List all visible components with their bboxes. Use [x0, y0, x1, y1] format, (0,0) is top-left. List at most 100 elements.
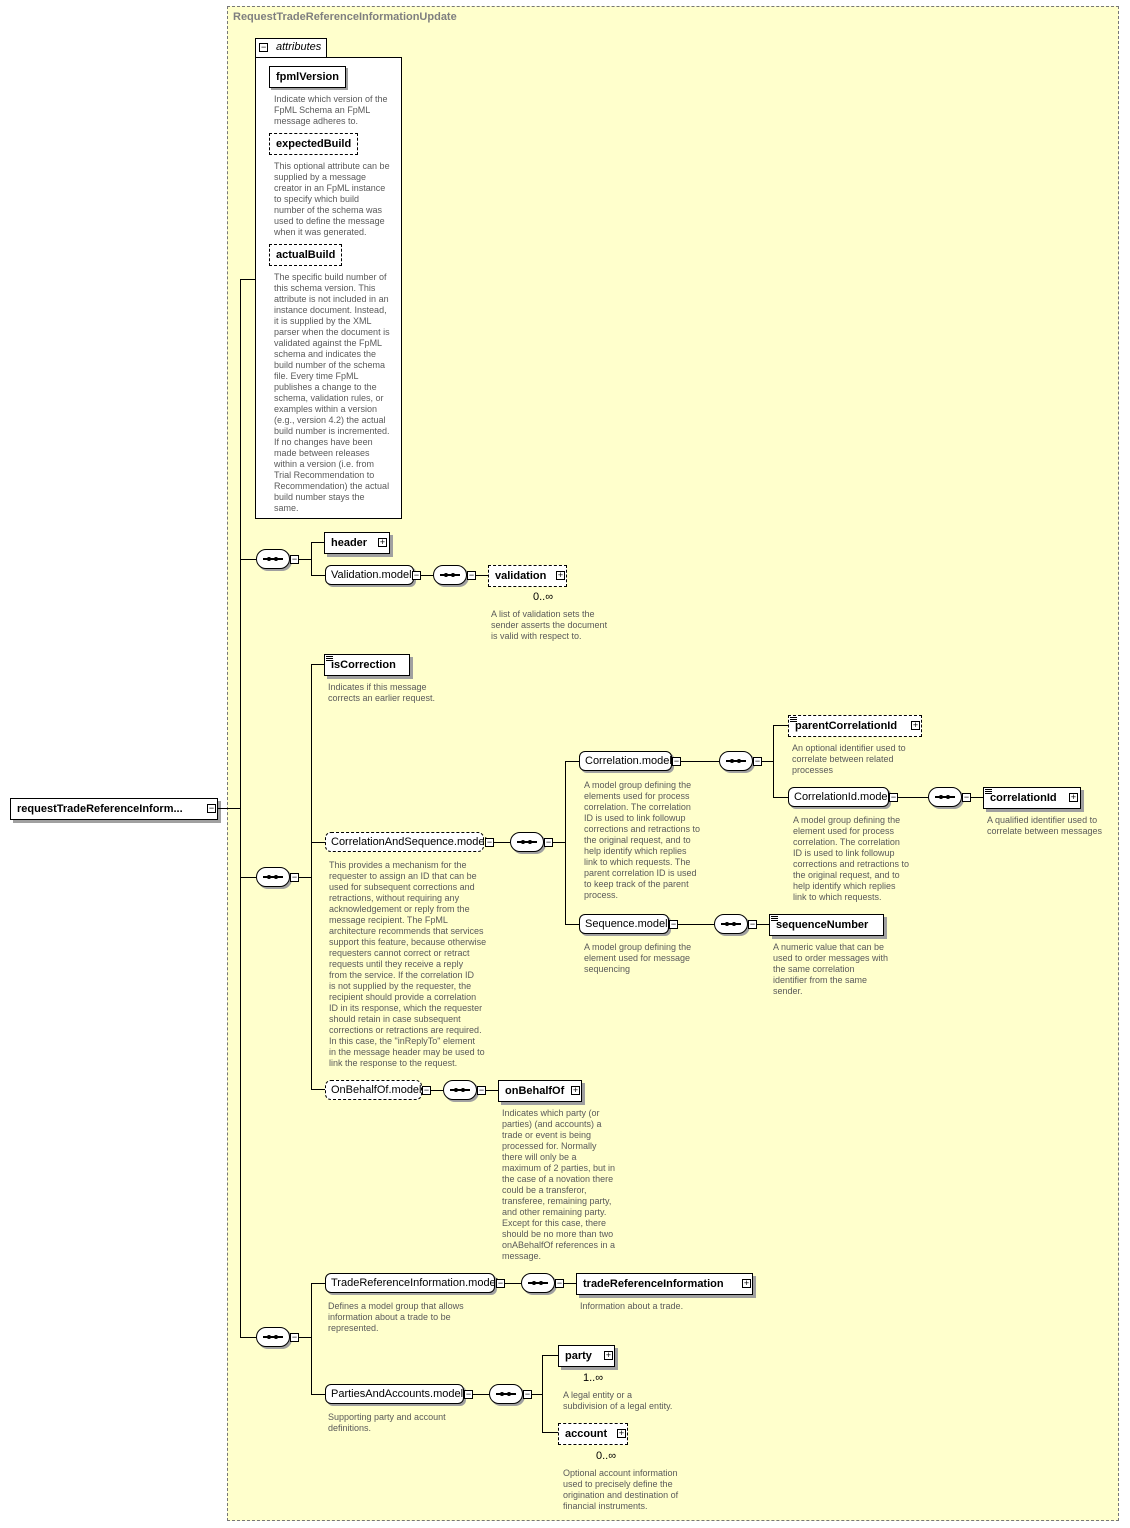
connector — [299, 877, 311, 878]
element-label: party — [565, 1350, 592, 1362]
sequence-compositor[interactable] — [714, 914, 748, 934]
connector — [311, 1394, 325, 1395]
group-sequence-model[interactable]: Sequence.model — [579, 914, 669, 934]
element-sequenceNumber[interactable]: sequenceNumber — [769, 914, 884, 936]
element-validation[interactable]: validation + — [488, 565, 567, 587]
element-tradeReferenceInformation[interactable]: tradeReferenceInformation + — [576, 1273, 753, 1295]
sequence-compositor[interactable] — [521, 1273, 555, 1293]
element-parentCorrelationId[interactable]: parentCorrelationId + — [788, 715, 922, 737]
collapse-icon[interactable]: − — [485, 837, 494, 847]
group-label: PartiesAndAccounts.model — [331, 1388, 464, 1400]
group-correlation-and-sequence-model[interactable]: CorrelationAndSequence.model — [325, 832, 487, 852]
connector — [542, 1355, 543, 1433]
expand-icon[interactable]: + — [604, 1350, 613, 1360]
connector — [311, 1283, 325, 1284]
connector — [564, 1283, 576, 1284]
element-header[interactable]: header + — [324, 532, 390, 554]
element-correlationId[interactable]: correlationId + — [983, 787, 1081, 809]
collapse-icon[interactable]: − — [422, 1085, 431, 1095]
root-element-label: requestTradeReferenceInform... — [17, 803, 183, 815]
sequence-compositor[interactable] — [256, 549, 290, 569]
collapse-icon[interactable]: − — [962, 792, 971, 802]
group-tradereferenceinformation-model[interactable]: TradeReferenceInformation.model — [325, 1273, 499, 1293]
connector — [971, 797, 983, 798]
collapse-icon[interactable]: − — [523, 1389, 532, 1399]
element-label: account — [565, 1428, 608, 1440]
type-name: RequestTradeReferenceInformationUpdate — [233, 11, 457, 23]
expand-icon[interactable]: + — [378, 537, 387, 547]
expand-icon[interactable]: + — [617, 1428, 626, 1438]
collapse-icon[interactable]: − — [477, 1085, 486, 1095]
element-label: parentCorrelationId — [795, 720, 898, 732]
collapse-icon[interactable]: − — [290, 1332, 299, 1342]
collapse-icon[interactable]: − — [207, 803, 216, 813]
connector — [542, 1355, 558, 1356]
element-isCorrection[interactable]: isCorrection — [324, 654, 410, 676]
group-onbehalfof-model[interactable]: OnBehalfOf.model — [325, 1080, 422, 1100]
element-onBehalfOf[interactable]: onBehalfOf + — [498, 1080, 582, 1102]
collapse-icon[interactable]: − — [259, 42, 268, 52]
group-label: Correlation.model — [585, 755, 672, 767]
collapse-icon[interactable]: − — [555, 1278, 564, 1288]
sequence-compositor[interactable] — [510, 832, 544, 852]
sequence-compositor[interactable] — [433, 565, 467, 585]
element-doc: A legal entity or a subdivision of a leg… — [563, 1390, 673, 1411]
attribute-expectedBuild[interactable]: expectedBuild — [269, 133, 359, 155]
group-doc: A model group defining the element used … — [584, 942, 692, 974]
sequence-compositor[interactable] — [719, 751, 753, 771]
connector — [311, 1089, 325, 1090]
connector — [565, 761, 566, 925]
group-doc: Supporting party and account definitions… — [328, 1412, 446, 1433]
collapse-icon[interactable]: − — [467, 570, 476, 580]
root-element[interactable]: requestTradeReferenceInform... − — [10, 798, 218, 820]
attributes-tab[interactable]: − attributes — [255, 38, 327, 57]
sequence-compositor[interactable] — [928, 787, 962, 807]
connector — [505, 1283, 521, 1284]
connector — [565, 924, 579, 925]
expand-icon[interactable]: + — [1069, 792, 1078, 802]
connector — [681, 761, 719, 762]
connector — [311, 542, 324, 543]
sequence-compositor[interactable] — [443, 1080, 477, 1100]
connector — [565, 761, 579, 762]
element-account[interactable]: account + — [558, 1423, 628, 1445]
expand-icon[interactable]: + — [571, 1085, 580, 1095]
sequence-compositor[interactable] — [256, 867, 290, 887]
connector — [240, 877, 256, 878]
element-doc: Information about a trade. — [580, 1301, 684, 1311]
element-doc: A qualified identifier used to correlate… — [987, 815, 1103, 836]
sequence-compositor[interactable] — [489, 1384, 523, 1404]
connector — [311, 664, 324, 665]
element-label: header — [331, 537, 368, 549]
group-validation-model[interactable]: Validation.model — [325, 565, 414, 585]
expand-icon[interactable]: + — [742, 1278, 751, 1288]
group-correlationid-model[interactable]: CorrelationId.model — [788, 787, 890, 807]
connector — [240, 1337, 256, 1338]
collapse-icon[interactable]: − — [748, 919, 757, 929]
group-partiesandaccounts-model[interactable]: PartiesAndAccounts.model — [325, 1384, 464, 1404]
group-label: Validation.model — [331, 569, 412, 581]
collapse-icon[interactable]: − — [672, 756, 681, 766]
element-doc: Optional account information used to pre… — [563, 1468, 679, 1511]
expand-icon[interactable]: + — [911, 720, 920, 730]
connector — [431, 1090, 443, 1091]
connector — [311, 575, 325, 576]
attribute-actualBuild[interactable]: actualBuild — [269, 244, 343, 266]
connector — [486, 1090, 498, 1091]
group-label: TradeReferenceInformation.model — [331, 1277, 499, 1289]
collapse-icon[interactable]: − — [669, 919, 678, 929]
collapse-icon[interactable]: − — [496, 1278, 505, 1288]
collapse-icon[interactable]: − — [290, 872, 299, 882]
collapse-icon[interactable]: − — [889, 792, 898, 802]
collapse-icon[interactable]: − — [290, 554, 299, 564]
collapse-icon[interactable]: − — [412, 570, 421, 580]
expand-icon[interactable]: + — [556, 570, 565, 580]
element-label: tradeReferenceInformation — [583, 1278, 724, 1290]
attribute-fpmlVersion[interactable]: fpmlVersion — [269, 66, 346, 88]
collapse-icon[interactable]: − — [753, 756, 762, 766]
collapse-icon[interactable]: − — [464, 1389, 473, 1399]
element-party[interactable]: party + — [558, 1345, 615, 1367]
group-correlation-model[interactable]: Correlation.model — [579, 751, 672, 771]
sequence-compositor[interactable] — [256, 1327, 290, 1347]
collapse-icon[interactable]: − — [544, 837, 553, 847]
